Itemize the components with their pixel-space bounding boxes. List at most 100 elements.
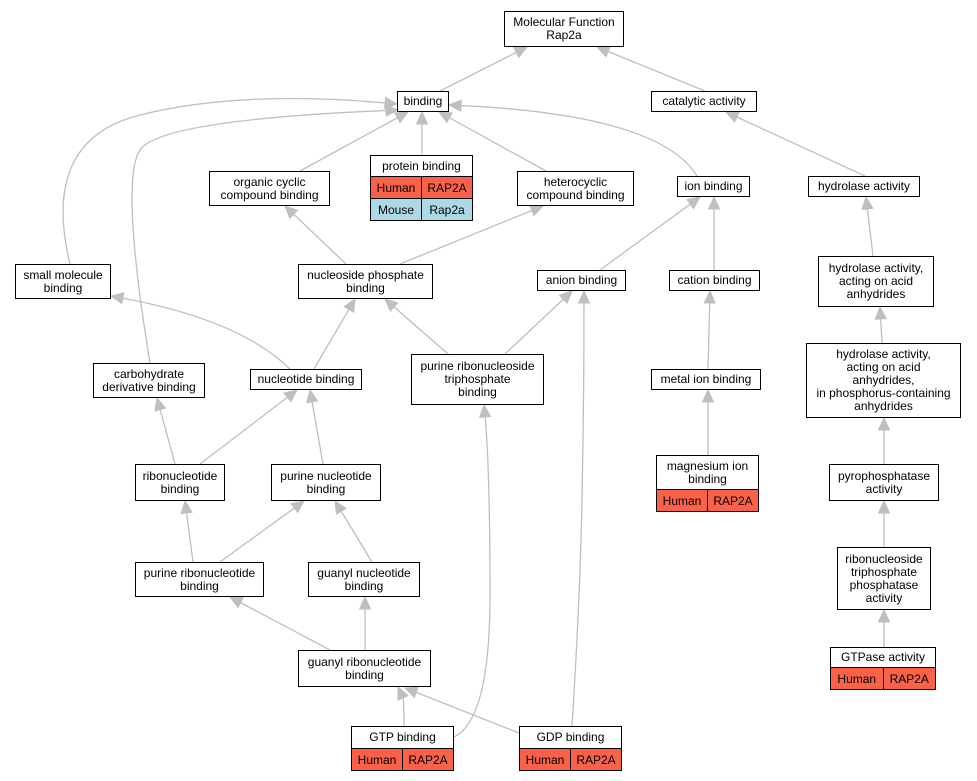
node-carbo[interactable]: carbohydrate derivative binding — [93, 363, 205, 398]
edge-purtri-to-nucphos — [384, 298, 449, 355]
node-purribo[interactable]: purine ribonucleotide binding — [135, 562, 264, 597]
gene-cell: RAP2A — [707, 490, 758, 511]
node-hydrolase[interactable]: hydrolase activity — [808, 176, 920, 197]
edge-line — [402, 697, 405, 727]
node-nucleotide[interactable]: nucleotide binding — [250, 369, 362, 390]
node-label: ribonucleotide binding — [142, 468, 218, 496]
edge-line — [122, 297, 291, 370]
node-label: GDP binding — [536, 730, 605, 744]
species-cell: Human — [662, 493, 702, 508]
gene-cell: Rap2a — [421, 199, 472, 220]
edge-line — [311, 401, 324, 465]
edge-cation-to-ion — [707, 195, 721, 270]
node-anion[interactable]: anion binding — [537, 270, 626, 291]
gene-cell: RAP2A — [882, 668, 936, 689]
edge-line — [571, 302, 585, 727]
species-cell: Human — [357, 752, 397, 767]
arrowhead-icon — [415, 110, 429, 125]
node-guanylribo[interactable]: guanyl ribonucleotide binding — [298, 650, 431, 687]
node-label: purine ribonucleotide binding — [143, 565, 256, 593]
node-purtri[interactable]: purine ribonucleoside triphosphate bindi… — [411, 354, 544, 405]
edge-line — [453, 416, 491, 738]
edge-line — [131, 109, 387, 364]
species-cell: Human — [525, 752, 565, 767]
edge-hetero-to-binding — [437, 111, 547, 172]
arrowhead-icon — [228, 596, 244, 609]
arrowhead-icon — [478, 403, 492, 419]
gene-cell: RAP2A — [570, 749, 621, 770]
node-label: GTP binding — [369, 730, 436, 744]
node-binding[interactable]: binding — [397, 91, 449, 112]
node-label: hydrolase activity, acting on acid anhyd… — [828, 261, 924, 301]
arrowhead-icon — [343, 297, 356, 313]
edge-ribonuc-to-carbo — [154, 396, 176, 465]
edge-line — [736, 116, 866, 177]
edge-nucphos-to-organic — [284, 205, 347, 265]
arrowhead-icon — [861, 195, 874, 211]
node-label: purine nucleotide binding — [280, 468, 372, 496]
node-ribotri[interactable]: ribonucleoside triphosphate phosphatase … — [837, 547, 931, 610]
node-hydphos[interactable]: hydrolase activity, acting on acid anhyd… — [806, 343, 961, 418]
edge-carbo-to-binding — [131, 104, 400, 364]
arrowhead-icon — [686, 196, 701, 210]
edge-line — [62, 97, 386, 265]
edge-ribotri-to-pyro — [877, 499, 891, 547]
edge-line — [159, 409, 176, 465]
edge-line — [185, 512, 194, 563]
node-nucphos[interactable]: nucleoside phosphate binding — [298, 264, 433, 299]
arrowhead-icon — [180, 499, 193, 515]
node-label: protein binding — [382, 158, 461, 173]
node-ion[interactable]: ion binding — [677, 176, 750, 197]
node-pyro[interactable]: pyrophosphatase activity — [829, 464, 939, 501]
arrowhead-icon — [358, 595, 372, 610]
node-guanyl[interactable]: guanyl nucleotide binding — [308, 562, 420, 597]
edge-gdp-to-anion — [571, 289, 591, 727]
arrowhead-icon — [334, 499, 347, 515]
node-label: anion binding — [545, 273, 618, 287]
annotation-row: Human RAP2A — [352, 748, 453, 770]
node-hetero[interactable]: heterocyclic compound binding — [517, 171, 634, 206]
node-label: cation binding — [677, 273, 752, 287]
arrowhead-icon — [703, 289, 716, 304]
node-hydacid[interactable]: hydrolase activity, acting on acid anhyd… — [818, 256, 934, 307]
arrowhead-icon — [394, 111, 410, 124]
node-label: hydrolase activity — [817, 179, 911, 193]
node-smallmol[interactable]: small molecule binding — [15, 264, 111, 299]
node-organic[interactable]: organic cyclic compound binding — [209, 171, 330, 206]
edge-line — [219, 507, 295, 563]
edge-magnesium-to-metal — [701, 388, 715, 455]
arrowhead-icon — [305, 388, 319, 404]
arrowhead-icon — [109, 292, 125, 305]
node-metal[interactable]: metal ion binding — [651, 369, 761, 390]
node-label: binding — [403, 94, 443, 108]
node-cation[interactable]: cation binding — [669, 270, 760, 291]
node-purnuc[interactable]: purine nucleotide binding — [271, 464, 381, 501]
species-cell: Human — [376, 180, 416, 195]
arrowhead-icon — [874, 305, 887, 320]
node-ribonuc[interactable]: ribonucleotide binding — [135, 464, 225, 501]
edge-line — [340, 510, 373, 563]
edge-binding-to-mf — [439, 46, 529, 92]
arrowhead-icon — [283, 389, 298, 403]
node-catalytic[interactable]: catalytic activity — [651, 91, 757, 112]
arrowhead-icon — [513, 46, 529, 59]
edge-hydphos-to-hydacid — [874, 305, 887, 344]
edge-guanyl-to-purnuc — [334, 499, 373, 563]
node-mf[interactable]: Molecular Function Rap2a — [504, 11, 624, 47]
edge-catalytic-to-mf — [595, 45, 706, 92]
arrowhead-icon — [577, 289, 591, 304]
edge-line — [399, 209, 533, 265]
arrowhead-icon — [284, 205, 299, 220]
species-cell: Human — [837, 671, 877, 686]
edge-purtri-to-anion — [504, 290, 573, 355]
edge-line — [504, 298, 564, 355]
gene-cell: RAP2A — [402, 749, 453, 770]
arrowhead-icon — [384, 298, 399, 312]
